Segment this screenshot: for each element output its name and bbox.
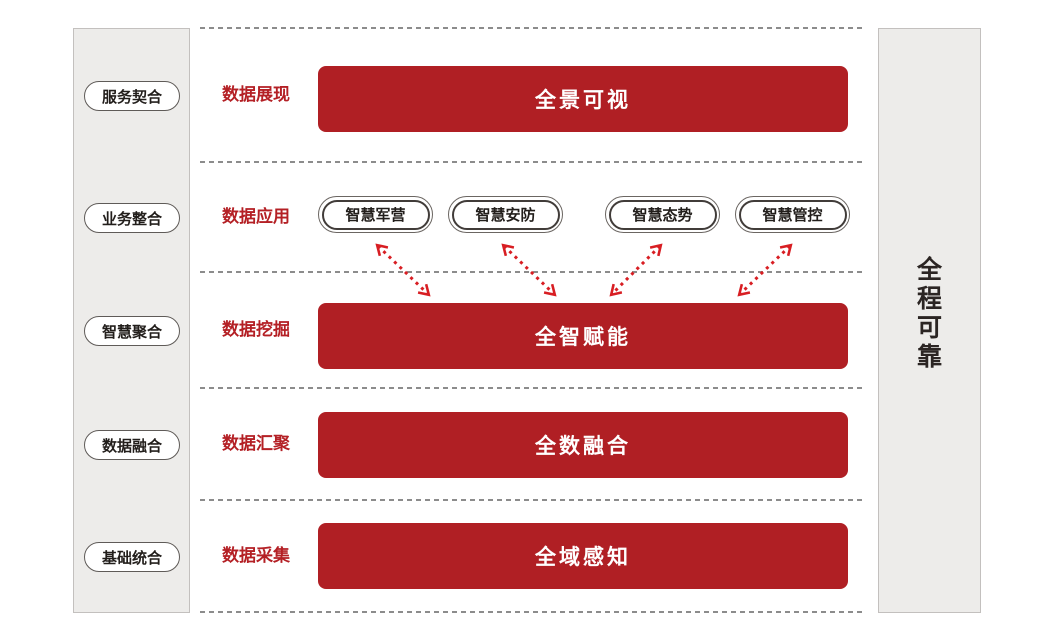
layer-label-convergence: 数据汇聚 (222, 434, 290, 453)
app-pill-label: 智慧安防 (451, 199, 560, 230)
side-pill-business-integration: 业务整合 (84, 203, 180, 233)
app-pill-label: 智慧态势 (608, 199, 717, 230)
side-pill-service-fit: 服务契合 (84, 81, 180, 111)
app-pill-smart-situation: 智慧态势 (605, 196, 720, 233)
row-divider (200, 387, 866, 389)
app-pill-smart-control: 智慧管控 (735, 196, 850, 233)
row-divider (200, 161, 866, 163)
row-divider (200, 611, 866, 613)
side-pill-data-fusion: 数据融合 (84, 430, 180, 460)
right-sidebar: 全程可靠 (878, 28, 981, 613)
bar-full-intelligence: 全智赋能 (318, 303, 848, 369)
side-pill-wisdom-aggregation: 智慧聚合 (84, 316, 180, 346)
side-pill-label: 业务整合 (101, 210, 162, 228)
app-pill-smart-barracks: 智慧军营 (318, 196, 433, 233)
layer-label-mining: 数据挖掘 (222, 320, 290, 339)
side-pill-label: 智慧聚合 (101, 323, 162, 341)
bar-panoramic-visibility: 全景可视 (318, 66, 848, 132)
bidirectional-arrow-icon (740, 246, 790, 294)
row-divider (200, 27, 866, 29)
side-pill-base-unification: 基础统合 (84, 542, 180, 572)
left-sidebar: 服务契合 业务整合 智慧聚合 数据融合 基础统合 (73, 28, 190, 613)
bidirectional-arrow-icon (378, 246, 428, 294)
row-divider (200, 499, 866, 501)
layer-label-application: 数据应用 (222, 207, 290, 226)
app-pill-label: 智慧管控 (738, 199, 847, 230)
layer-label-collection: 数据采集 (222, 546, 290, 565)
bar-full-data-fusion: 全数融合 (318, 412, 848, 478)
row-divider (200, 271, 866, 273)
bidirectional-arrow-icon (504, 246, 554, 294)
app-pill-smart-security: 智慧安防 (448, 196, 563, 233)
bidirectional-arrow-icon (612, 246, 660, 294)
side-pill-label: 基础统合 (101, 549, 162, 567)
side-pill-label: 服务契合 (101, 88, 162, 106)
app-pill-label: 智慧军营 (321, 199, 430, 230)
assurance-label: 全程可靠 (916, 255, 942, 371)
side-pill-label: 数据融合 (101, 437, 162, 455)
layer-label-display: 数据展现 (222, 85, 290, 104)
bar-full-domain-sensing: 全域感知 (318, 523, 848, 589)
